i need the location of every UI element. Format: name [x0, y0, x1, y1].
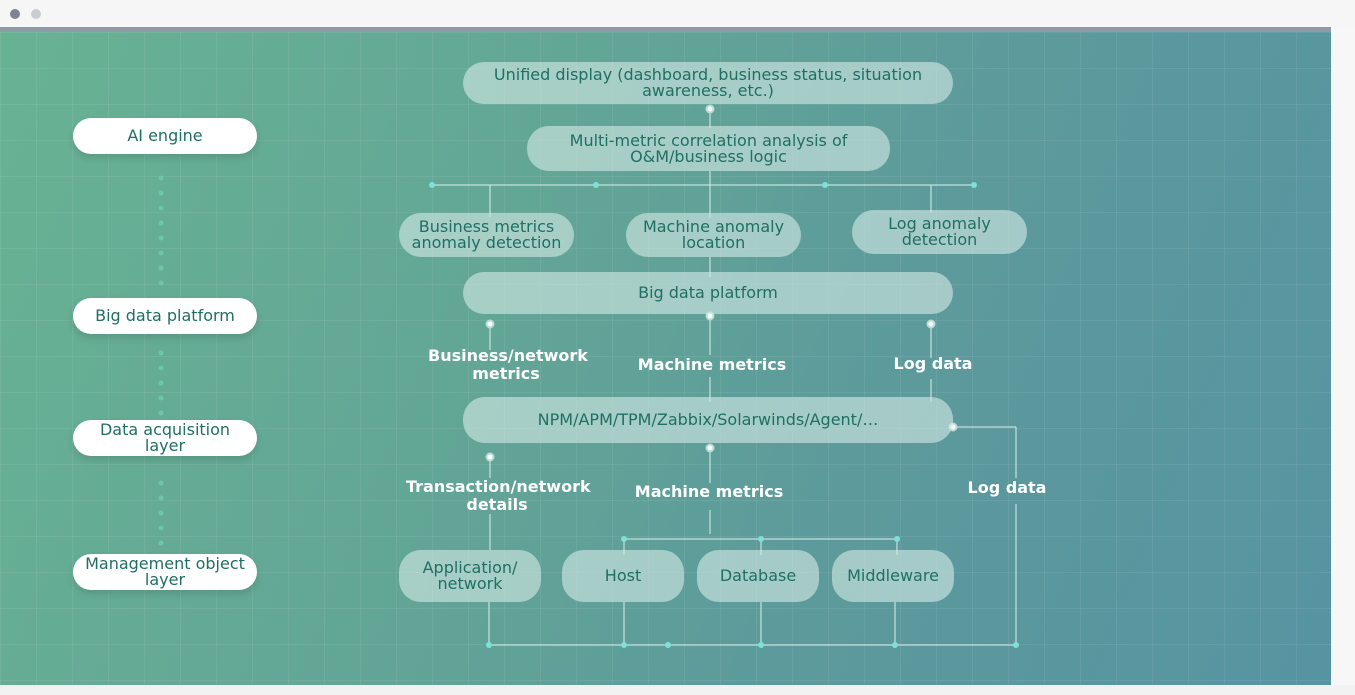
layer-ai-engine: AI engine — [73, 118, 257, 154]
window-titlebar — [0, 0, 1355, 27]
edge-label-machine-metrics-lower: Machine metrics — [634, 482, 784, 501]
host-box: Host — [562, 550, 684, 602]
log-anomaly-box: Log anomaly detection — [852, 210, 1027, 254]
big-data-platform-box: Big data platform — [463, 272, 953, 314]
layer-data-acquisition: Data acquisition layer — [73, 420, 257, 456]
edge-label-business-network-metrics: Business/network metrics — [428, 346, 588, 383]
business-anomaly-box: Business metrics anomaly detection — [399, 213, 574, 257]
layer-big-data-platform: Big data platform — [73, 298, 257, 334]
edge-label-transaction-details: Transaction/network details — [406, 477, 591, 514]
middleware-box: Middleware — [832, 550, 954, 602]
layer-management-object: Management object layer — [73, 554, 257, 590]
application-network-box: Application/ network — [399, 550, 541, 602]
correlation-analysis-box: Multi-metric correlation analysis of O&M… — [527, 126, 890, 171]
collectors-box: NPM/APM/TPM/Zabbix/Solarwinds/Agent/… — [463, 397, 953, 443]
edge-label-log-data-upper: Log data — [893, 354, 973, 373]
window-close-dot[interactable] — [10, 9, 20, 19]
bottom-scroll-strip — [0, 685, 1355, 695]
database-box: Database — [697, 550, 819, 602]
connector-lines — [158, 104, 1019, 648]
unified-display-box: Unified display (dashboard, business sta… — [463, 62, 953, 104]
edge-label-machine-metrics-upper: Machine metrics — [637, 355, 787, 374]
edge-label-log-data-lower: Log data — [967, 478, 1047, 497]
machine-anomaly-box: Machine anomaly location — [626, 213, 801, 257]
window-minimize-dot[interactable] — [31, 9, 41, 19]
architecture-diagram: AI engine Big data platform Data acquisi… — [0, 27, 1331, 685]
